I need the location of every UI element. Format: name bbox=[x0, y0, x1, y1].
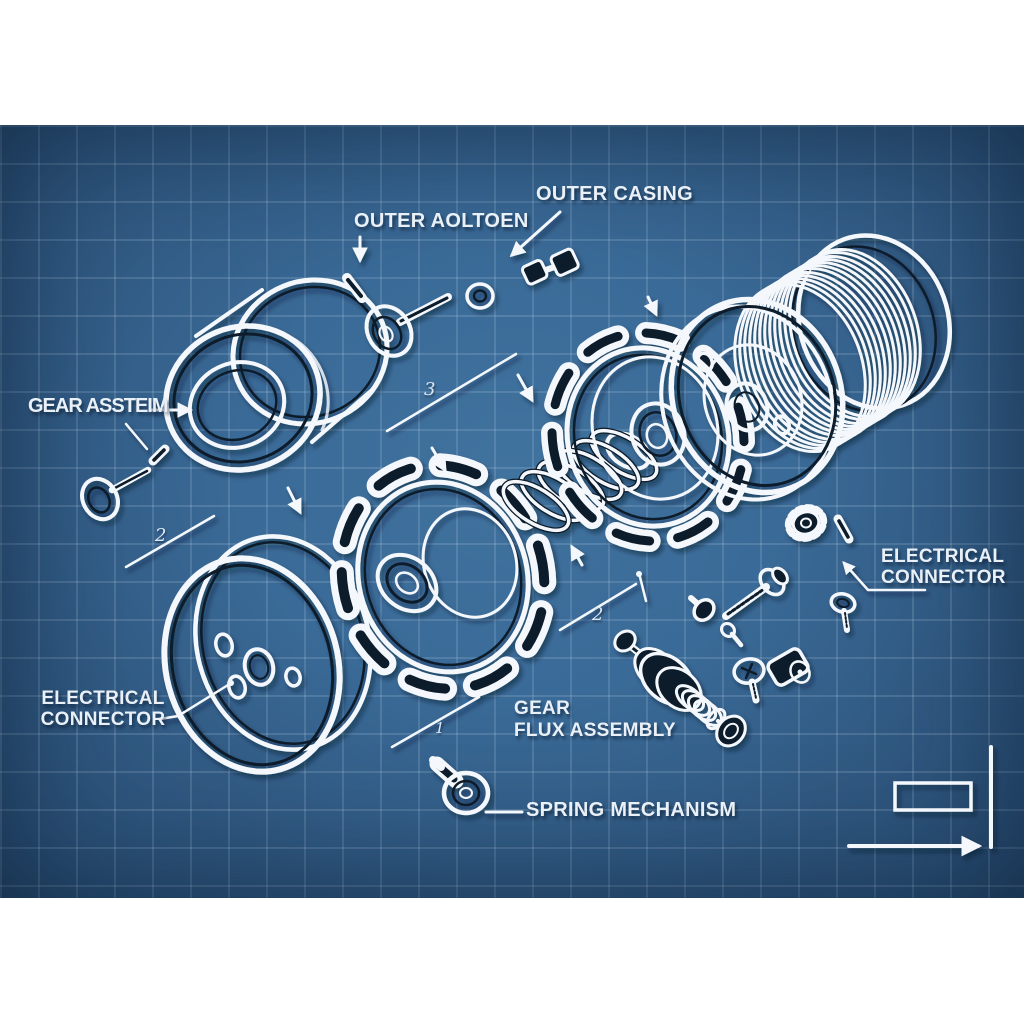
label-gear-flux-line1: GEAR bbox=[514, 698, 571, 719]
callout-number-right-center: 2 bbox=[592, 604, 604, 625]
callout-number-upper-center: 3 bbox=[424, 379, 436, 400]
fastener-pin-right bbox=[833, 514, 854, 544]
callout-number-left: 2 bbox=[155, 525, 167, 546]
label-spring-mechanism: SPRING MECHANISM bbox=[526, 799, 737, 821]
fastener-bolt-left bbox=[80, 466, 152, 522]
fastener-pin-left bbox=[148, 444, 170, 466]
primary-gear bbox=[329, 453, 557, 701]
fastener-flat-head-screw bbox=[364, 293, 452, 358]
fastener-hex-standoff bbox=[766, 647, 811, 687]
label-gear-flux-assembly: GEAR FLUX ASSEMBLY bbox=[514, 698, 676, 742]
callout-number-lower-center: 1 bbox=[435, 719, 445, 737]
bottom-hex-bolt bbox=[429, 756, 491, 816]
corner-frame-mark bbox=[847, 745, 993, 857]
fastener-screw-right bbox=[829, 592, 857, 633]
spindle-spring-assembly bbox=[613, 629, 747, 748]
label-gear-flux-line2: FLUX ASSEMBLY bbox=[514, 720, 676, 741]
main-pulley-disc bbox=[161, 534, 373, 775]
fastener-knob-right bbox=[784, 504, 828, 542]
label-electrical-connector-left-line1: ELECTRICAL bbox=[41, 688, 165, 709]
cable-spool bbox=[659, 233, 953, 502]
label-electrical-connector-left-line2: CONNECTOR bbox=[40, 709, 166, 730]
fastener-pin-top bbox=[342, 273, 367, 303]
fastener-long-pin bbox=[722, 566, 789, 620]
label-electrical-connector-right-line2: CONNECTOR bbox=[881, 567, 1006, 588]
label-electrical-connector-left: ELECTRICAL CONNECTOR bbox=[22, 688, 184, 730]
fastener-round-screw bbox=[465, 282, 495, 310]
label-electrical-connector-right: ELECTRICAL CONNECTOR bbox=[881, 546, 1006, 588]
callout-lines bbox=[124, 210, 927, 814]
fastener-dumbbell-connector bbox=[520, 247, 580, 286]
fastener-phillips-screw bbox=[732, 657, 766, 704]
fastener-small-bolt bbox=[688, 595, 716, 622]
label-outer-aoltoen: OUTER AOLTOEN bbox=[354, 210, 529, 232]
label-electrical-connector-right-line1: ELECTRICAL bbox=[881, 546, 1005, 567]
label-outer-casing: OUTER CASING bbox=[536, 183, 693, 205]
outer-casing-ring bbox=[163, 277, 390, 473]
fastener-small-screw bbox=[719, 621, 744, 648]
label-gear-assteim: GEAR ASSTEIM bbox=[28, 395, 168, 417]
secondary-gear bbox=[541, 321, 755, 553]
